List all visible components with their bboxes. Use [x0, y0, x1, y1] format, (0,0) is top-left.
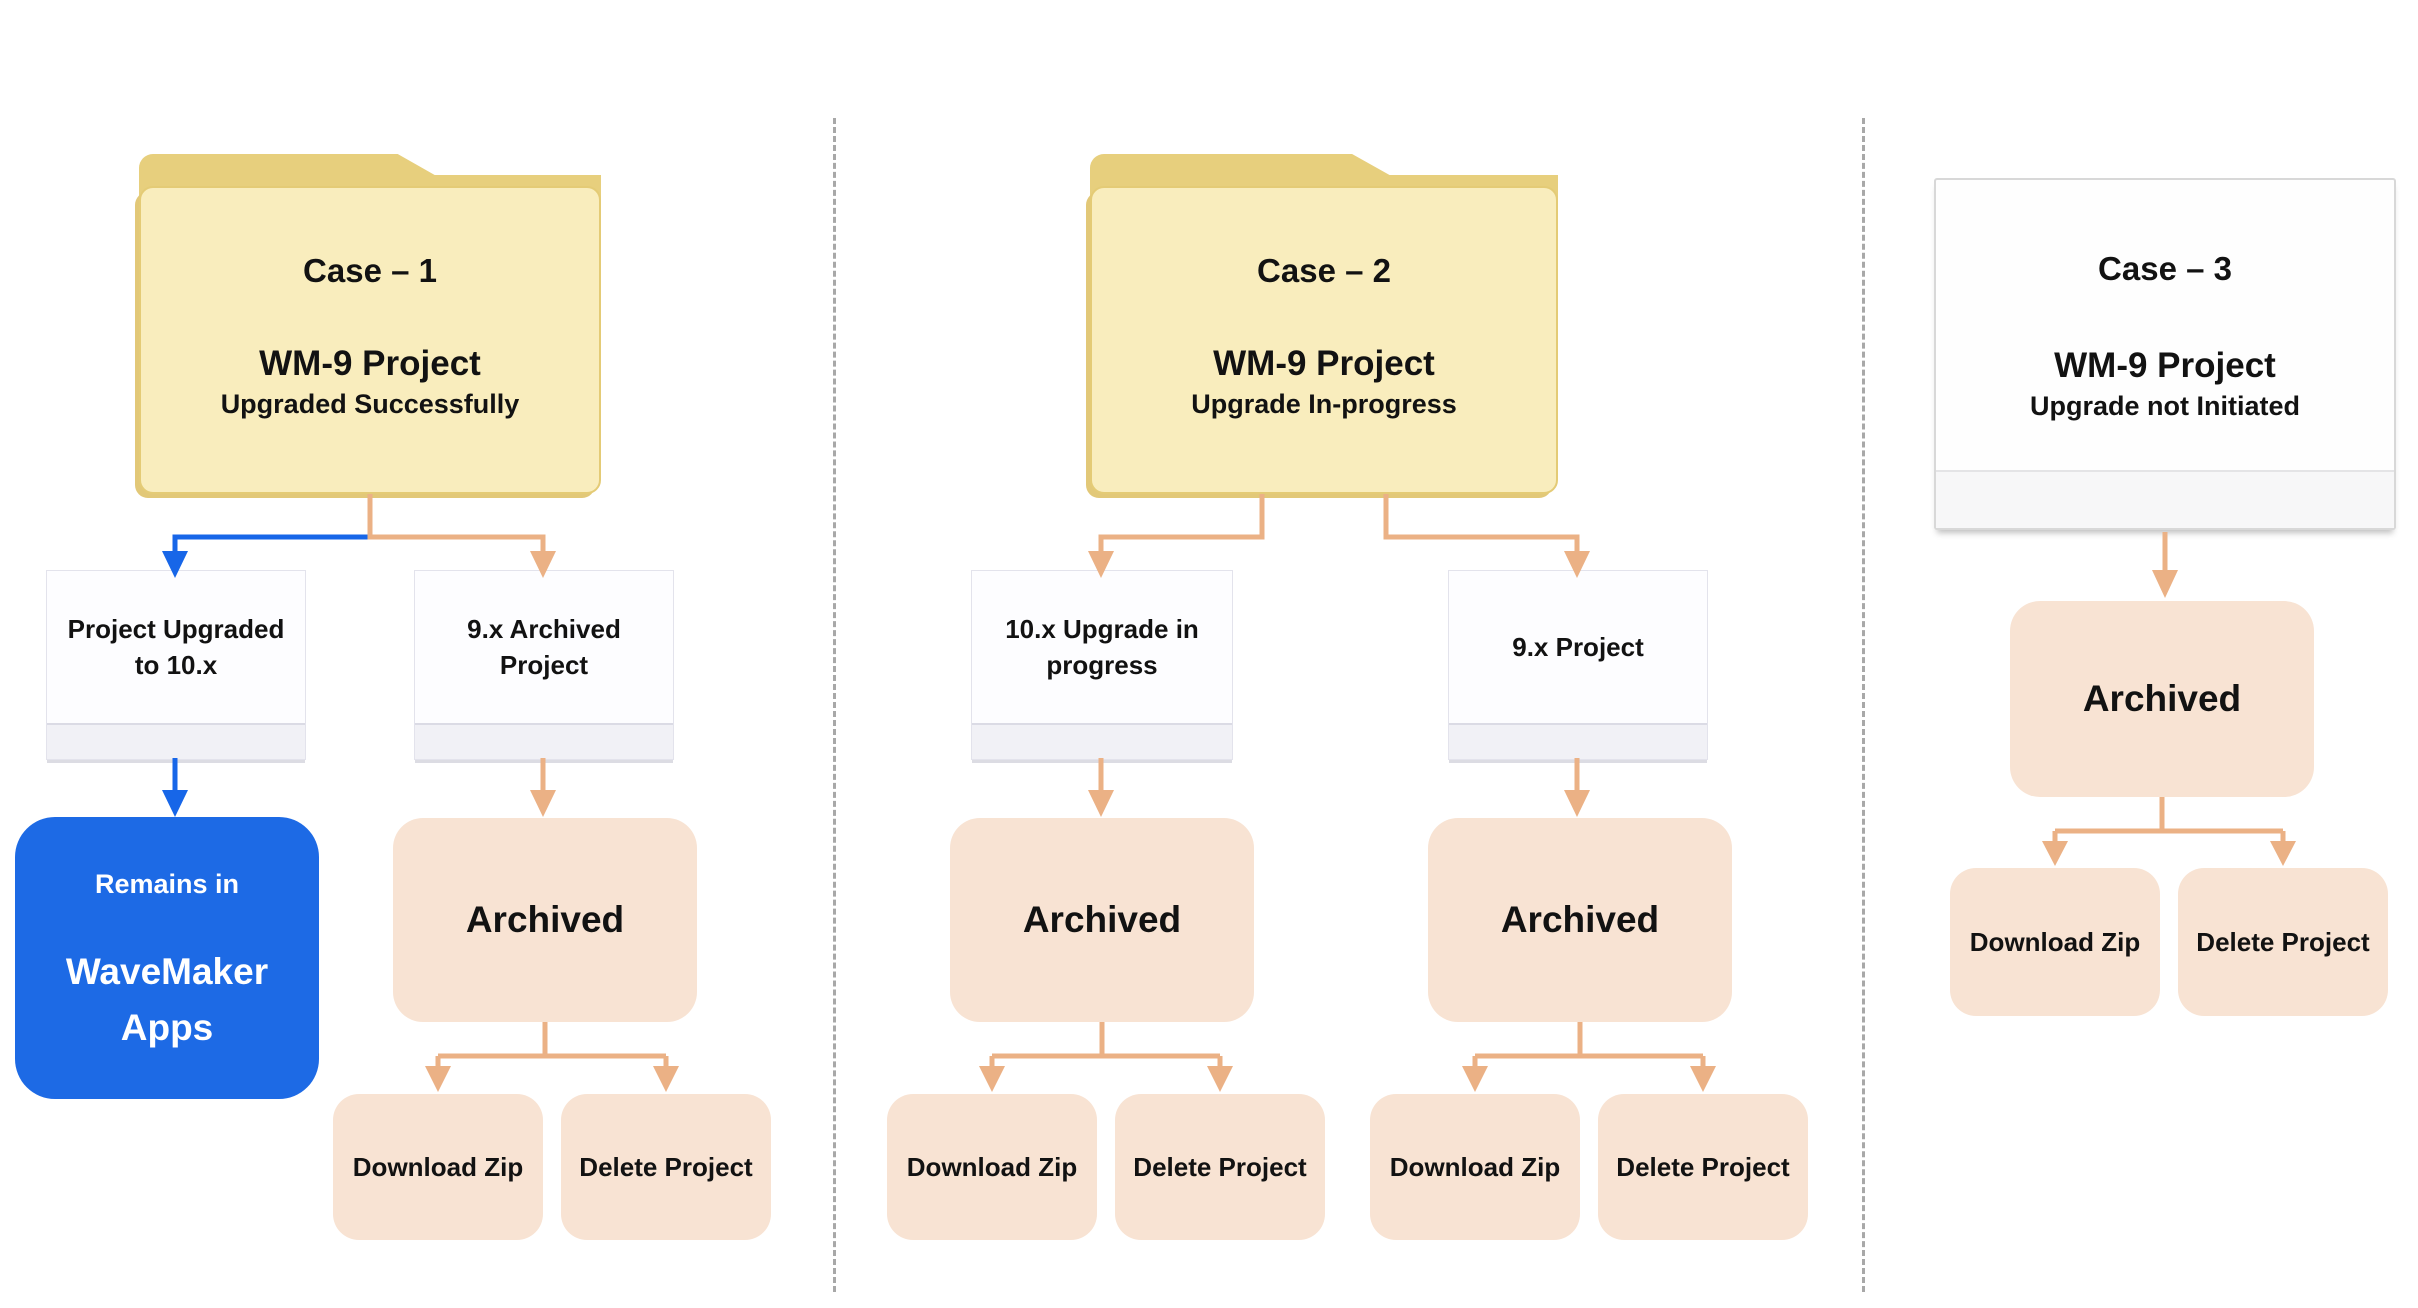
arrow-down-icon: [2152, 570, 2178, 598]
archived-label: Archived: [1022, 899, 1182, 940]
case-3-project-name: WM-9 Project: [2054, 345, 2276, 385]
arrow-down-icon: [1462, 1066, 1488, 1092]
download-zip-label: Download Zip: [906, 1151, 1078, 1182]
node-footer-strip: [47, 723, 305, 759]
dashed-separator-1: [833, 118, 836, 1292]
node-archived-case2-left: Archived: [950, 818, 1254, 1022]
delete-project-label: Delete Project: [579, 1151, 753, 1182]
node-download-zip-case2-left: Download Zip: [887, 1094, 1097, 1240]
node-footer-strip: [972, 723, 1232, 759]
archived-label: Archived: [2082, 678, 2242, 719]
node-download-zip-case2-right: Download Zip: [1370, 1094, 1580, 1240]
connector-line: [367, 494, 546, 552]
arrow-down-icon: [425, 1066, 451, 1092]
arrow-down-icon: [530, 790, 556, 817]
node-delete-project-case3: Delete Project: [2178, 868, 2388, 1016]
card-case-3: Case – 3 WM-9 Project Upgrade not Initia…: [1934, 178, 2396, 530]
download-zip-label: Download Zip: [1969, 926, 2141, 957]
node-footer-strip: [415, 723, 673, 759]
connector-line: [989, 1022, 1223, 1066]
delete-project-label: Delete Project: [1133, 1151, 1307, 1182]
dashed-separator-2: [1862, 118, 1865, 1292]
node-delete-project-case2-left: Delete Project: [1115, 1094, 1325, 1240]
arrow-down-icon: [1564, 790, 1590, 817]
case-3-status: Upgrade not Initiated: [2030, 391, 2300, 422]
case-1-title: Case – 1: [303, 252, 437, 289]
delete-project-label: Delete Project: [1616, 1151, 1790, 1182]
arrow-down-icon: [1690, 1066, 1716, 1092]
node-download-zip-case1: Download Zip: [333, 1094, 543, 1240]
archived-label: Archived: [465, 899, 625, 940]
node-9x-archived-project: 9.x Archived Project: [414, 570, 674, 760]
node-delete-project-case1: Delete Project: [561, 1094, 771, 1240]
remains-in-label: Remains in: [94, 869, 240, 899]
node-footer-strip: [1449, 723, 1707, 759]
wavemaker-apps-label: WaveMaker Apps: [65, 951, 269, 1048]
folder-body: Case – 2 WM-9 Project Upgrade In-progres…: [1090, 186, 1558, 494]
archived-label: Archived: [1500, 899, 1660, 940]
node-10x-upgrade-in-progress: 10.x Upgrade in progress: [971, 570, 1233, 760]
connector-line: [172, 534, 370, 552]
arrow-down-icon: [1207, 1066, 1233, 1092]
node-archived-case1: Archived: [393, 818, 697, 1022]
node-label: 9.x Project: [1512, 631, 1644, 662]
connector-line: [1472, 1022, 1706, 1066]
node-project-upgraded-to-10x: Project Upgraded to 10.x: [46, 570, 306, 760]
case-1-project-name: WM-9 Project: [259, 343, 481, 383]
case-2-project-name: WM-9 Project: [1213, 343, 1435, 383]
node-delete-project-case2-right: Delete Project: [1598, 1094, 1808, 1240]
node-remains-in-wavemaker-apps: Remains in WaveMaker Apps: [15, 817, 319, 1099]
card-footer-strip: [1936, 470, 2394, 528]
download-zip-label: Download Zip: [1389, 1151, 1561, 1182]
connector-line: [1383, 494, 1580, 552]
case-1-status: Upgraded Successfully: [220, 389, 520, 420]
download-zip-label: Download Zip: [352, 1151, 524, 1182]
arrow-down-icon: [979, 1066, 1005, 1092]
case-2-title: Case – 2: [1257, 252, 1391, 289]
connector-line: [1098, 494, 1265, 552]
folder-case-1: Case – 1 WM-9 Project Upgraded Successfu…: [139, 154, 601, 494]
node-label: Project Upgraded to 10.x: [67, 613, 285, 680]
folder-body: Case – 1 WM-9 Project Upgraded Successfu…: [139, 186, 601, 494]
node-archived-case2-right: Archived: [1428, 818, 1732, 1022]
arrow-down-icon: [1088, 790, 1114, 817]
arrow-down-icon: [653, 1066, 679, 1092]
case-3-title: Case – 3: [2098, 250, 2232, 287]
node-label: 9.x Archived Project: [467, 613, 621, 680]
arrow-down-icon: [2042, 841, 2068, 866]
connector-line: [435, 1022, 669, 1066]
folder-case-2: Case – 2 WM-9 Project Upgrade In-progres…: [1090, 154, 1558, 494]
connector-line: [2052, 797, 2286, 841]
node-9x-project: 9.x Project: [1448, 570, 1708, 760]
case-2-status: Upgrade In-progress: [1191, 389, 1457, 420]
arrow-down-icon: [162, 790, 188, 817]
arrow-down-icon: [2270, 841, 2296, 866]
node-download-zip-case3: Download Zip: [1950, 868, 2160, 1016]
node-archived-case3: Archived: [2010, 601, 2314, 797]
delete-project-label: Delete Project: [2196, 926, 2370, 957]
node-label: 10.x Upgrade in progress: [1005, 613, 1199, 680]
